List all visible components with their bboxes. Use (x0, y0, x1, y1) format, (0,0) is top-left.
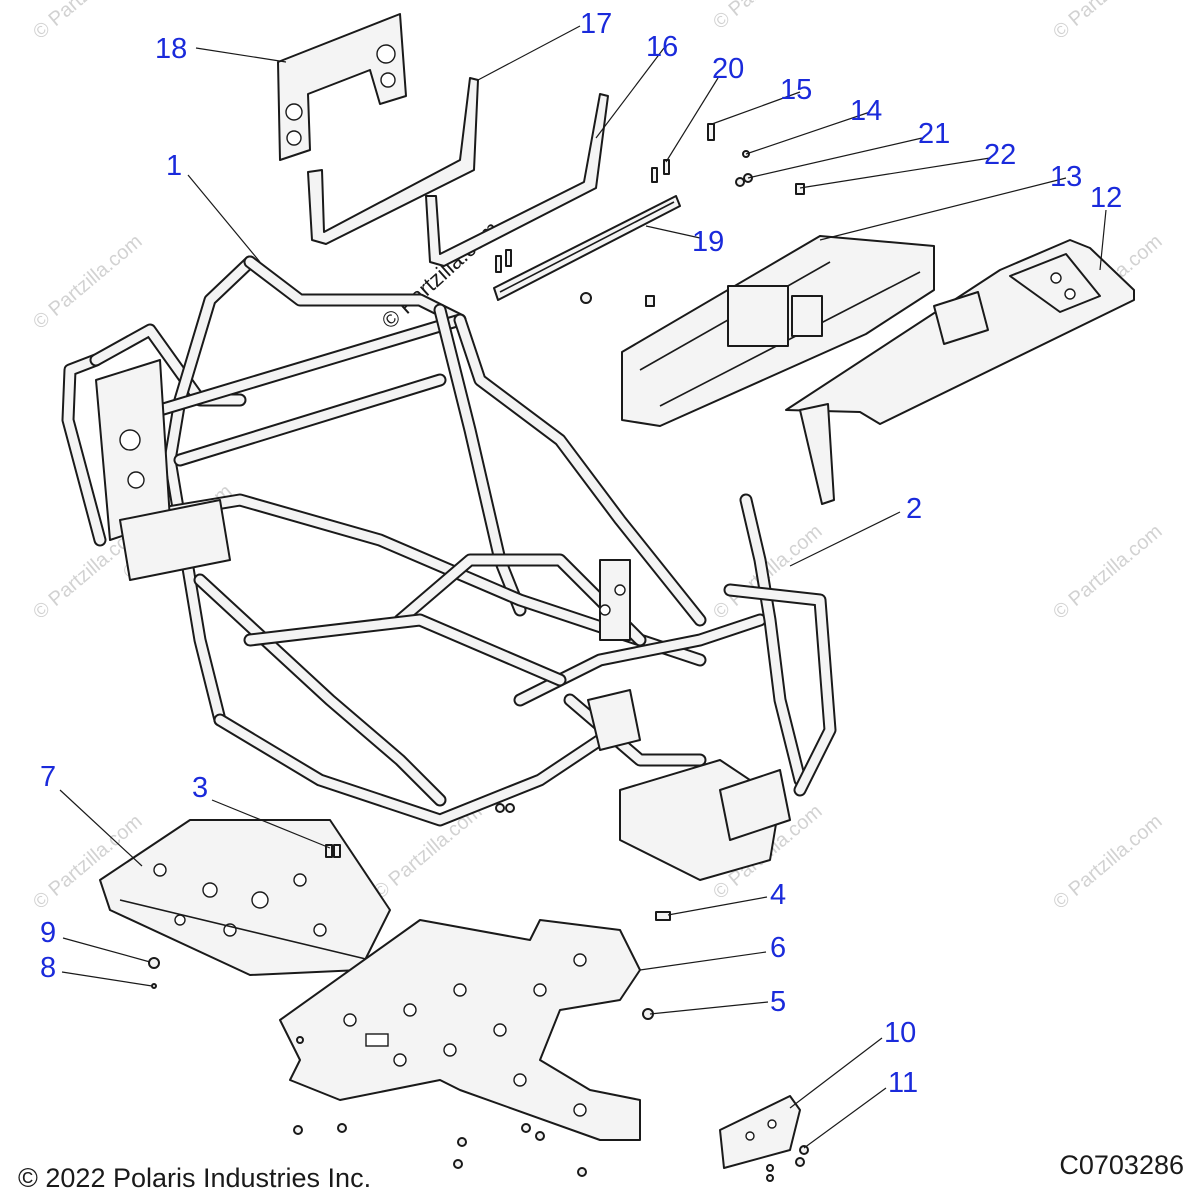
part-2-front-hoop (587, 559, 641, 751)
callout-7: 7 (40, 761, 56, 793)
callout-5: 5 (770, 986, 786, 1018)
callout-14: 14 (850, 95, 882, 127)
part-1-cage-frame (61, 255, 837, 881)
callout-labels: 1 2 3 4 5 6 7 8 9 10 11 12 13 14 15 16 1… (40, 8, 1122, 1099)
callout-3: 3 (192, 772, 208, 804)
watermark: © Partzilla.com (709, 0, 826, 34)
leader-lines (59, 25, 1107, 1149)
callout-19: 19 (692, 226, 724, 258)
callout-8: 8 (40, 952, 56, 984)
watermark: © Partzilla.com (1049, 520, 1166, 623)
part-17-seat-bracket (307, 77, 479, 245)
callout-18: 18 (155, 33, 187, 65)
callout-12: 12 (1090, 182, 1122, 214)
part-19-rail (493, 195, 681, 301)
watermark: © Partzilla.com (29, 230, 146, 333)
part-18-upper-bracket (277, 13, 407, 161)
callout-1: 1 (166, 150, 182, 182)
watermark: © Partzilla.com (1049, 0, 1166, 44)
part-7-skid-plate (99, 819, 391, 976)
copyright-notice: © 2022 Polaris Industries Inc. (18, 1163, 372, 1193)
part-6-main-skid-plate (279, 919, 641, 1141)
watermark: © Partzilla.com (29, 0, 146, 44)
part-12-rear-frame (785, 239, 1135, 505)
callout-11: 11 (888, 1067, 918, 1099)
callout-16: 16 (646, 31, 678, 63)
watermark: © Partzilla.com (1049, 810, 1166, 913)
fasteners-bottom (148, 803, 809, 1182)
drawing-code: C0703286 (1059, 1150, 1184, 1180)
callout-22: 22 (984, 139, 1016, 171)
part-13-subframe (621, 235, 935, 427)
callout-15: 15 (780, 74, 812, 106)
callout-21: 21 (918, 118, 950, 150)
callout-10: 10 (884, 1017, 916, 1049)
callout-4: 4 (770, 879, 786, 911)
callout-9: 9 (40, 917, 56, 949)
callout-17: 17 (580, 8, 612, 40)
callout-6: 6 (770, 932, 786, 964)
fasteners-top (495, 123, 805, 307)
callout-2: 2 (906, 493, 922, 525)
part-10-bracket (719, 1095, 801, 1169)
part-16-seat-bracket (425, 93, 609, 267)
callout-20: 20 (712, 53, 744, 85)
callout-13: 13 (1050, 161, 1082, 193)
